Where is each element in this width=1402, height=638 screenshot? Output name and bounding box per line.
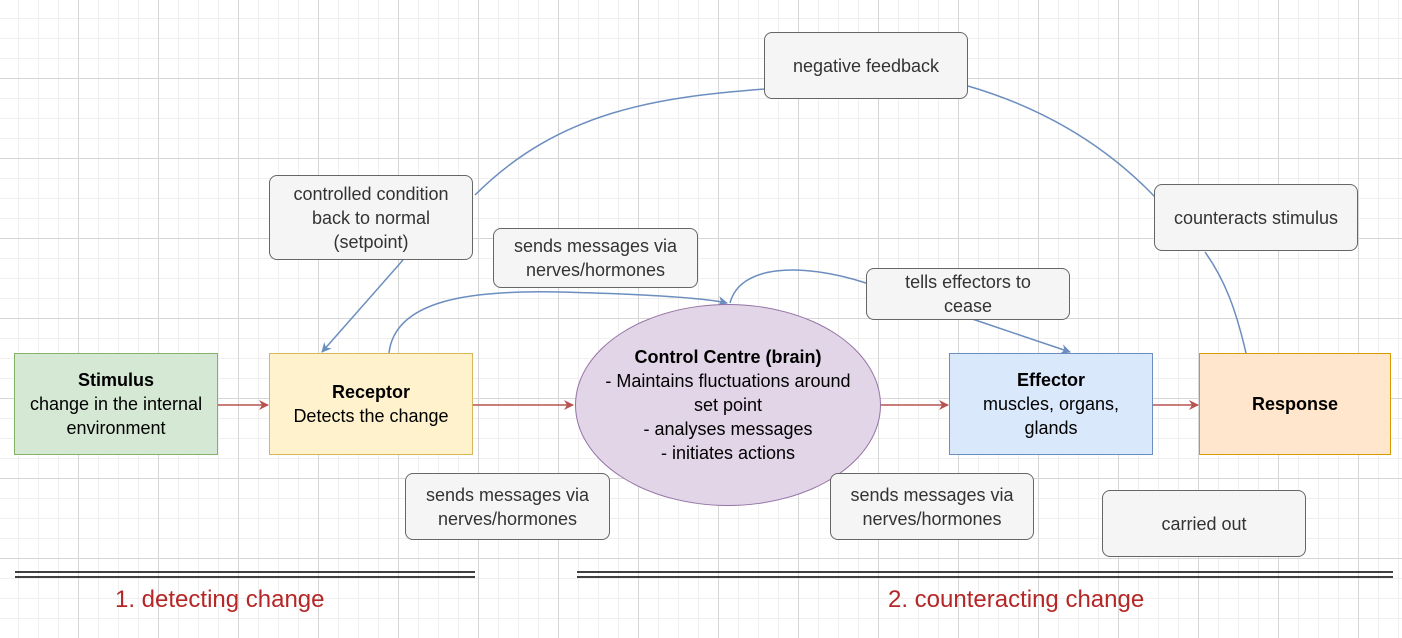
label-controlled-condition-text: controlled condition back to normal (set…	[293, 183, 449, 252]
control-centre-line: set point	[693, 395, 763, 415]
arrow-control-to-effector-curve	[729, 269, 1071, 354]
arrow-receptor-to-control-curve	[388, 291, 728, 354]
control-centre-line: - analyses messages	[643, 419, 813, 439]
label-counteracts-stimulus[interactable]: counteracts stimulus	[1154, 184, 1358, 251]
label-sends-messages-right[interactable]: sends messages via nerves/hormones	[830, 473, 1034, 540]
arrow-negative-feedback-loop	[322, 85, 1247, 353]
control-centre-node[interactable]: Control Centre (brain) - Maintains fluct…	[575, 304, 881, 506]
label-carried-out[interactable]: carried out	[1102, 490, 1306, 557]
phase-divider-detecting	[15, 571, 475, 578]
label-counteracts-stimulus-text: counteracts stimulus	[1173, 207, 1339, 228]
response-node[interactable]: Response	[1199, 353, 1391, 455]
label-sends-messages-left-text: sends messages via nerves/hormones	[425, 484, 590, 529]
label-sends-messages-top[interactable]: sends messages via nerves/hormones	[493, 228, 698, 288]
label-sends-messages-top-text: sends messages via nerves/hormones	[513, 236, 678, 280]
control-centre-line: - Maintains fluctuations around	[605, 371, 851, 391]
receptor-node[interactable]: Receptor Detects the change	[269, 353, 473, 455]
label-controlled-condition[interactable]: controlled condition back to normal (set…	[269, 175, 473, 260]
control-centre-title: Control Centre (brain)	[634, 347, 822, 367]
label-carried-out-text: carried out	[1161, 513, 1247, 534]
label-sends-messages-right-text: sends messages via nerves/hormones	[850, 484, 1014, 529]
label-tells-effectors-text: tells effectors to cease	[905, 272, 1031, 316]
phase-detecting-label: 1. detecting change	[115, 586, 325, 613]
label-negative-feedback[interactable]: negative feedback	[764, 32, 968, 99]
phase-counteracting-label: 2. counteracting change	[888, 586, 1145, 613]
receptor-text: Detects the change	[293, 406, 449, 426]
stimulus-title: Stimulus	[77, 370, 154, 390]
phase-divider-counteracting	[577, 571, 1393, 578]
label-sends-messages-left[interactable]: sends messages via nerves/hormones	[405, 473, 610, 540]
label-negative-feedback-text: negative feedback	[792, 55, 940, 76]
effector-title: Effector	[1016, 370, 1085, 390]
stimulus-text: change in the internal environment	[29, 394, 203, 438]
control-centre-line: - initiates actions	[660, 443, 796, 463]
stimulus-node[interactable]: Stimulus change in the internal environm…	[14, 353, 218, 455]
effector-node[interactable]: Effector muscles, organs, glands	[949, 353, 1153, 455]
effector-text: muscles, organs, glands	[982, 394, 1120, 438]
receptor-title: Receptor	[331, 382, 411, 402]
label-tells-effectors[interactable]: tells effectors to cease	[866, 268, 1070, 320]
response-title: Response	[1251, 394, 1339, 414]
